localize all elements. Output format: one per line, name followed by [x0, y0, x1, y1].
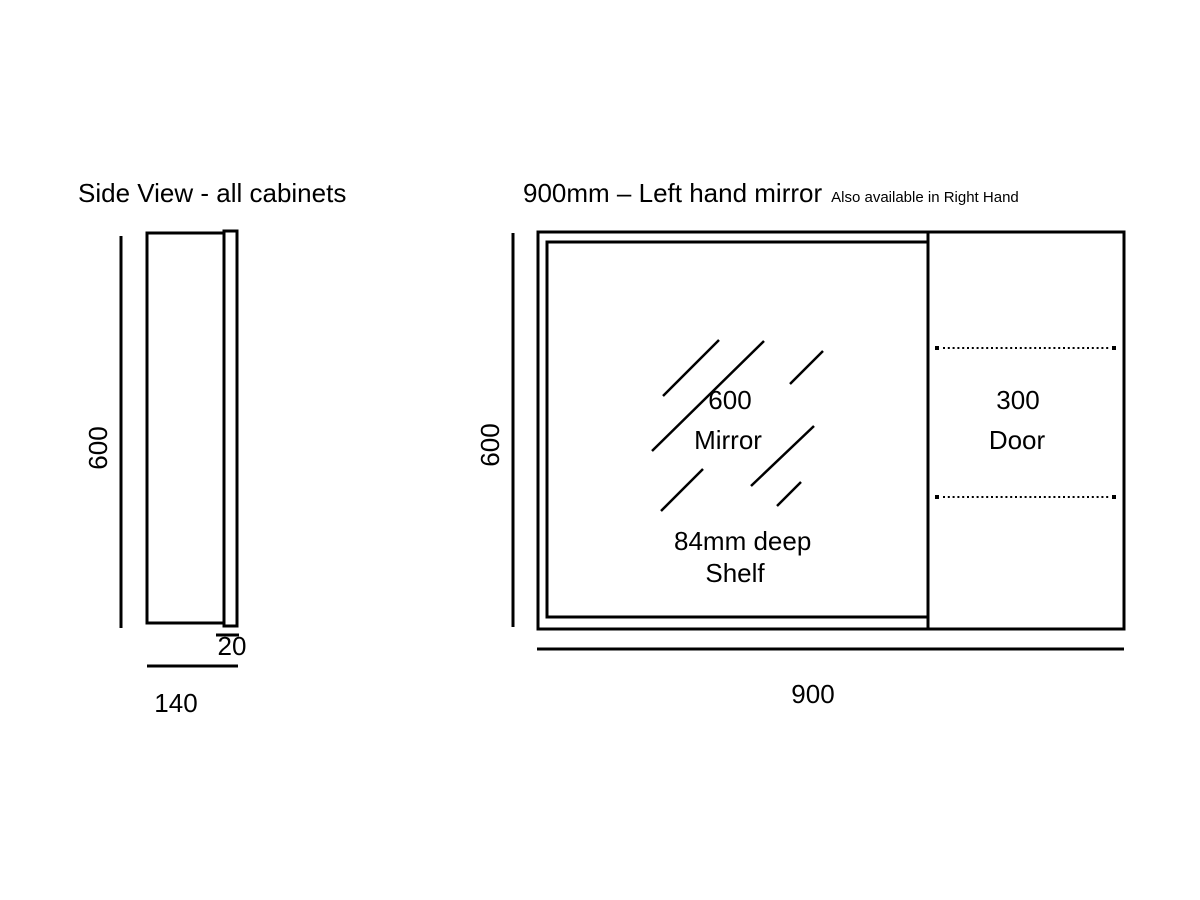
front-cabinet-outline [536, 230, 1126, 631]
hinge-end-marker [935, 346, 939, 350]
side-door-thickness-label: 20 [217, 631, 247, 661]
hinge-end-marker [1112, 346, 1116, 350]
mirror-width-label: 600 [708, 385, 752, 415]
mirror-reflection-strokes [651, 339, 824, 512]
reflection-stroke [662, 339, 720, 397]
door-name-label: Door [988, 425, 1046, 455]
reflection-stroke [660, 468, 704, 512]
reflection-stroke [651, 340, 765, 452]
front-view-title-row: 900mm – Left hand mirror Also available i… [523, 180, 1019, 211]
reflection-stroke [789, 350, 824, 385]
door-hinge-lines [935, 346, 1116, 499]
door-width-label: 300 [996, 385, 1040, 415]
hinge-end-marker [1112, 495, 1116, 499]
side-height-label: 600 [83, 426, 113, 470]
side-carcass-outline [145, 231, 226, 625]
side-door-panel-outline [222, 229, 239, 628]
shelf-note-line2: Shelf [705, 558, 765, 588]
reflection-stroke [776, 481, 802, 507]
front-view-title: 900mm – Left hand mirror [523, 178, 823, 208]
side-view-drawing [119, 229, 239, 668]
side-view-title: Side View - all cabinets [78, 178, 347, 208]
front-height-label: 600 [475, 423, 505, 467]
hinge-end-marker [935, 495, 939, 499]
reflection-stroke [750, 425, 815, 487]
front-width-label: 900 [791, 679, 835, 709]
shelf-note-line1: 84mm deep [674, 526, 812, 556]
front-view-drawing [511, 230, 1126, 651]
side-depth-label: 140 [154, 688, 198, 718]
front-view-subtitle: Also available in Right Hand [831, 189, 1019, 206]
mirror-name-label: Mirror [694, 425, 762, 455]
